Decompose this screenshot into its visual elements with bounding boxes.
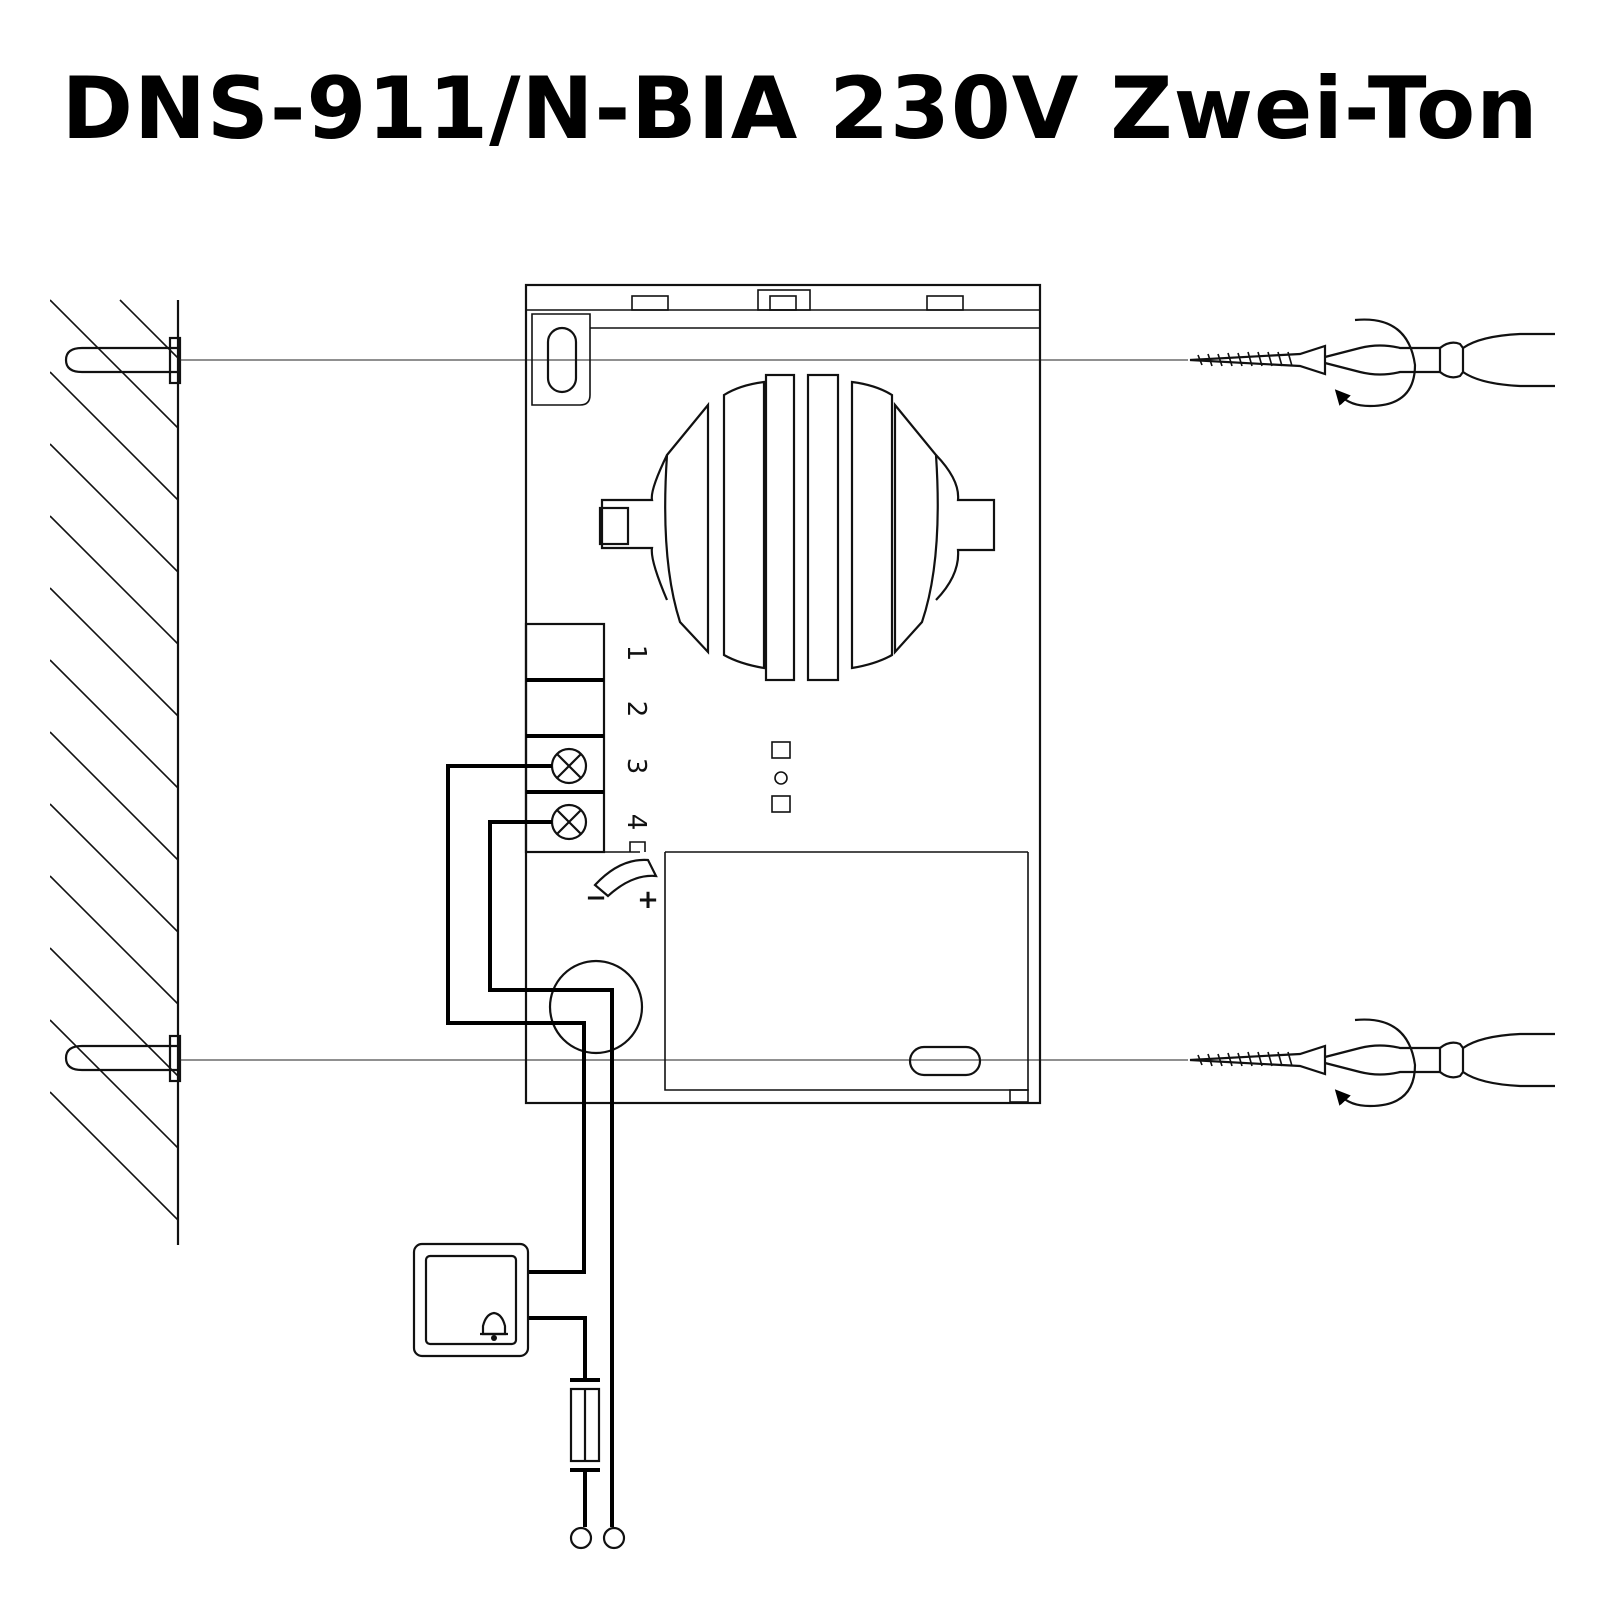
screwdriver-icon	[1324, 1032, 1555, 1088]
wall	[50, 299, 180, 1245]
volume-plus-label: +	[637, 885, 659, 915]
cable-entry	[548, 959, 644, 1055]
wall-plug-icon	[64, 336, 182, 385]
terminal-screw-3	[550, 747, 588, 785]
page-title: DNS-911/N-BIA 230V Zwei-Ton	[61, 59, 1539, 159]
screwdriver-icon	[1324, 332, 1555, 388]
screw-icon	[1189, 1044, 1327, 1076]
clockwise-arrow-icon	[1334, 1018, 1417, 1108]
supply-terminal	[602, 1526, 626, 1550]
terminal-label-2: 2	[621, 701, 651, 718]
terminal-screw-4	[550, 803, 588, 841]
volume-control[interactable]: − +	[585, 858, 659, 915]
jumper	[771, 741, 791, 813]
bell-icon	[480, 1311, 508, 1341]
volume-minus-label: −	[585, 883, 607, 913]
clockwise-arrow-icon	[1334, 318, 1417, 408]
cover-plate	[664, 852, 1029, 1103]
terminal-label-4: 4	[621, 814, 651, 831]
wiring	[446, 764, 614, 1527]
screw-icon	[1189, 344, 1327, 376]
wall-hatching	[50, 299, 178, 1221]
bell-push-button[interactable]	[412, 1242, 530, 1358]
speaker-grille	[598, 373, 996, 682]
terminal-label-1: 1	[621, 645, 651, 662]
terminal-label-3: 3	[621, 758, 651, 775]
wall-plug-icon	[64, 1034, 182, 1083]
supply-terminal	[569, 1526, 593, 1550]
fuse-icon	[569, 1387, 601, 1463]
